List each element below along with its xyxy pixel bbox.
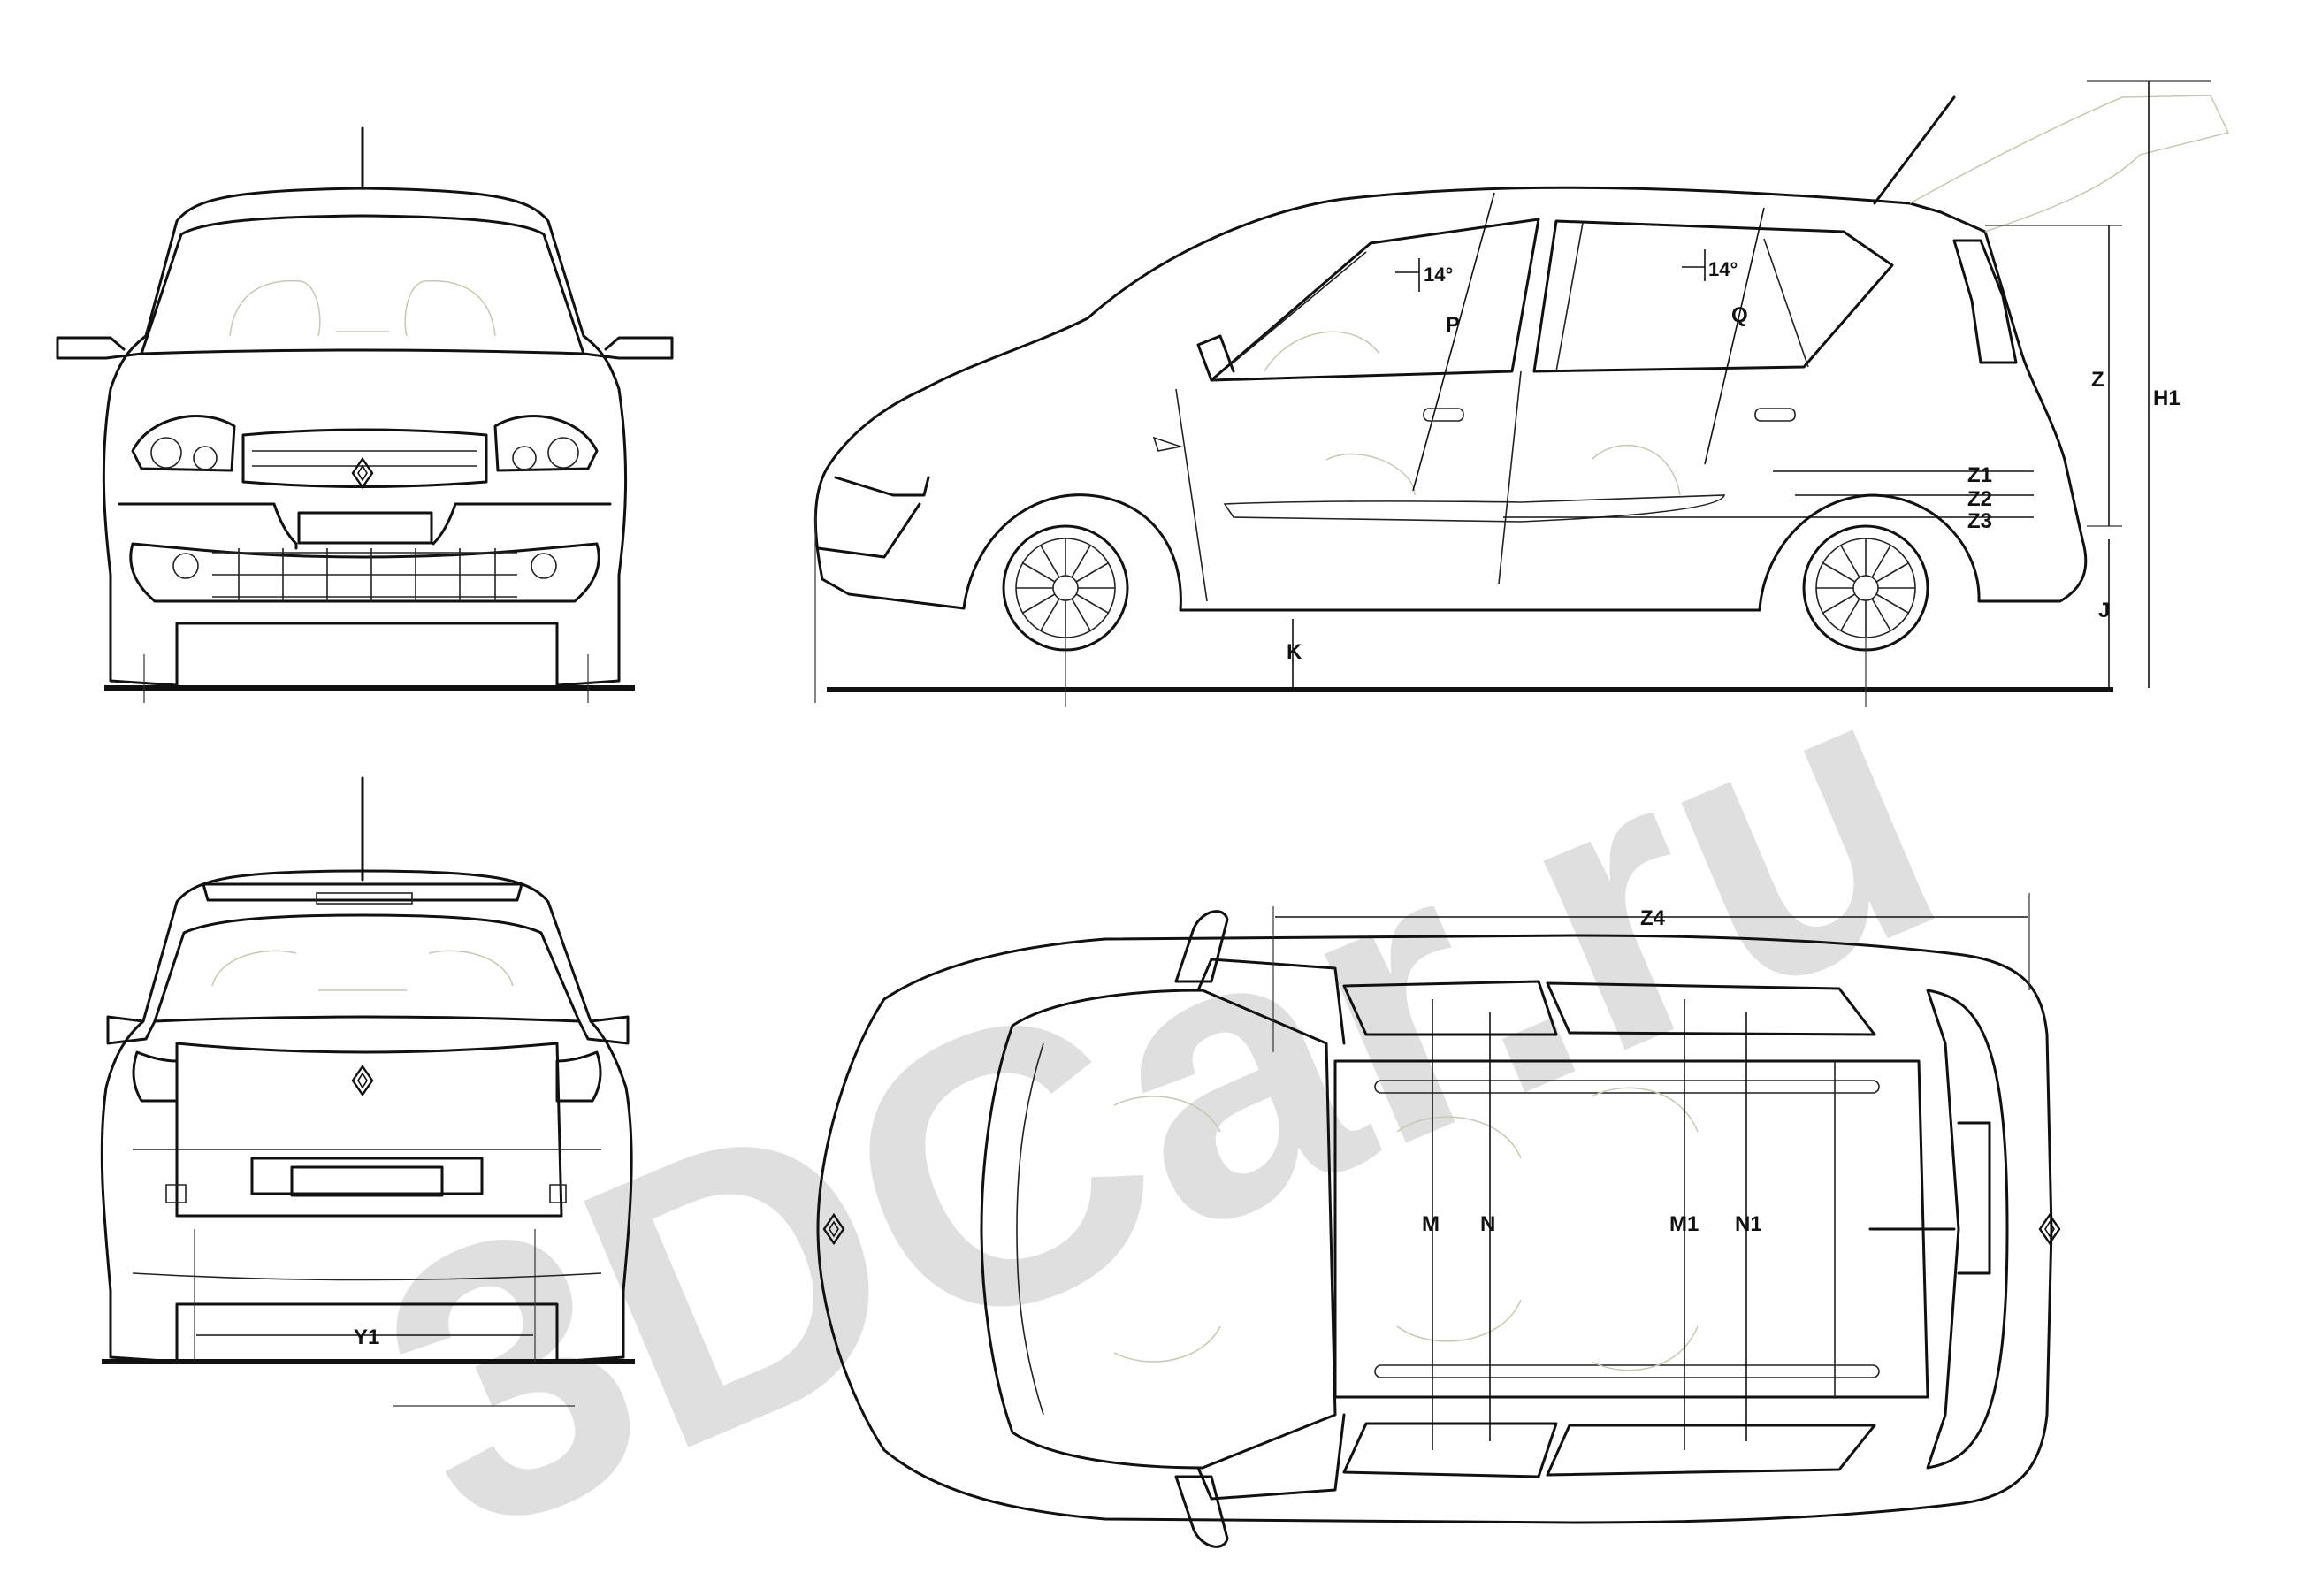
top-view: Z4 M N M1 N1 <box>816 893 2061 1548</box>
rear-window <box>153 913 581 1023</box>
front-windshield <box>140 214 585 355</box>
front-body-outline <box>102 187 628 687</box>
side-angle-rear: 14° <box>1682 249 1738 281</box>
watermark-text: 3DCar.ru <box>328 585 1990 1592</box>
front-headlight-right <box>493 415 599 472</box>
label-K: K <box>1287 640 1302 664</box>
top-windshield <box>980 989 1337 1470</box>
top-body-outline <box>816 934 2053 1524</box>
rear-emblem <box>351 1065 374 1096</box>
label-Q: Q <box>1731 303 1748 327</box>
rear-plate <box>290 1165 444 1197</box>
top-roof-panel <box>1333 1059 1929 1399</box>
front-grille <box>241 428 488 488</box>
side-rear-window <box>1532 219 1894 373</box>
label-Z2: Z2 <box>1967 487 1992 511</box>
label-H1: H1 <box>2153 386 2181 410</box>
top-rear-emblem <box>2038 1213 2061 1245</box>
angle-rear-label: 14° <box>1708 258 1738 280</box>
label-N1: N1 <box>1735 1212 1762 1236</box>
top-mirror-left <box>1174 910 1229 983</box>
rear-view: Y1 <box>100 776 635 1407</box>
side-antenna <box>1873 95 1956 205</box>
front-emblem <box>351 457 374 489</box>
dim-Q-line <box>1704 207 1765 465</box>
label-Z1: Z1 <box>1967 463 1992 487</box>
rear-body-outline <box>100 869 633 1363</box>
front-plate <box>297 511 433 545</box>
label-Y1: Y1 <box>354 1325 379 1349</box>
label-N: N <box>1480 1212 1495 1236</box>
side-view: 14° 14° P Q Z1 Z2 Z3 Z J H1 K <box>813 80 2230 707</box>
label-P: P <box>1446 313 1460 337</box>
dim-P-line <box>1412 192 1495 492</box>
side-body-outline <box>813 186 2088 612</box>
side-angle-front: 14° <box>1395 258 1453 292</box>
top-mirror-right <box>1174 1475 1229 1548</box>
side-front-window <box>1210 218 1540 382</box>
label-M: M <box>1422 1212 1440 1236</box>
label-Z4: Z4 <box>1640 906 1666 930</box>
label-Z3: Z3 <box>1967 509 1992 533</box>
angle-front-label: 14° <box>1424 263 1453 286</box>
label-J: J <box>2098 599 2110 622</box>
label-Z: Z <box>2091 368 2104 392</box>
front-headlight-left <box>131 415 236 472</box>
front-view <box>56 126 674 703</box>
watermark: 3DCar.ru <box>328 585 1990 1596</box>
label-M1: M1 <box>1669 1212 1699 1236</box>
